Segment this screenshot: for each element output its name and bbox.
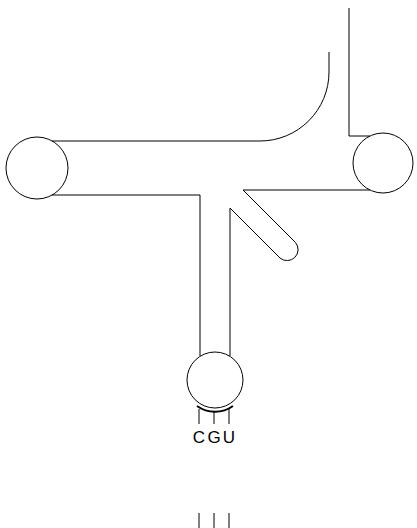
anticodon-base: C: [193, 429, 205, 446]
t-arm-line: [243, 190, 370, 191]
anticodon-base: U: [223, 429, 235, 446]
t-loop: [353, 133, 413, 193]
d-loop: [6, 137, 68, 199]
variable-arm: [230, 190, 298, 261]
anticodon-loop: [187, 352, 243, 408]
anticodon-arm-line: [230, 208, 231, 356]
anticodon-base: G: [207, 429, 220, 446]
anticodon-ticks: [199, 409, 229, 424]
codon-ticks: [199, 513, 229, 528]
anticodon-bracket: [197, 406, 233, 412]
acceptor-stem-line: [349, 8, 370, 136]
d-arm-anticodon-line: [52, 195, 200, 356]
acceptor-d-arm-line: [52, 52, 329, 141]
